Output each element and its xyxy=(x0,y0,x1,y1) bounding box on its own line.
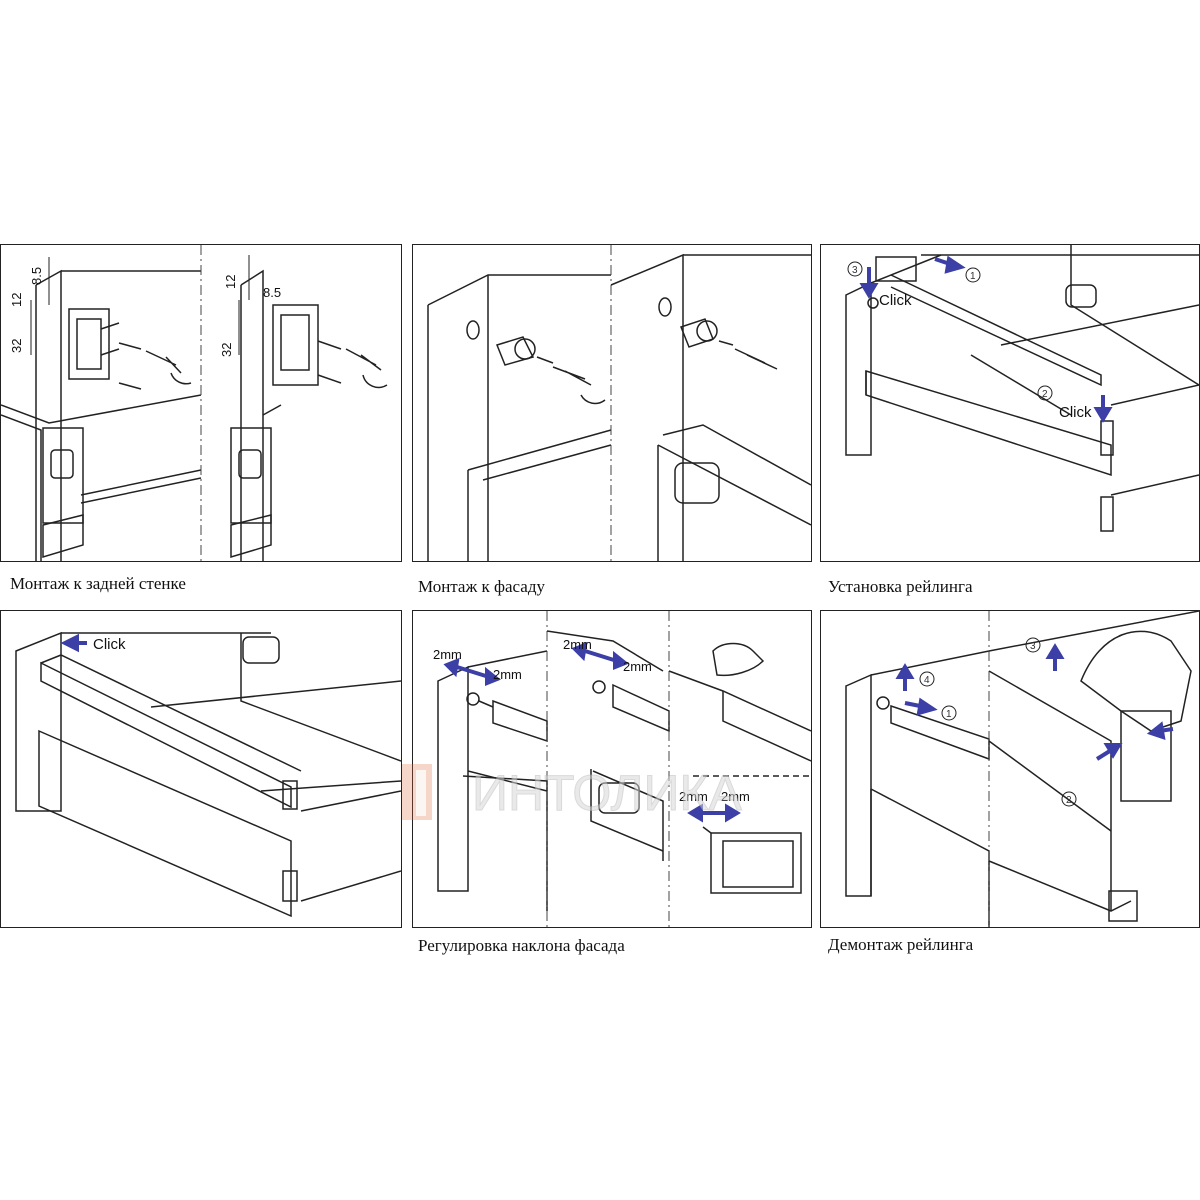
caption-facade-tilt: Регулировка наклона фасада xyxy=(418,936,625,955)
step-1-marker-remove: 1 xyxy=(946,709,952,720)
back-wall-mount-illustration: 8.5 12 32 12 8.5 32 xyxy=(1,245,388,561)
step-2-marker-remove: 2 xyxy=(1066,795,1072,806)
intolika-watermark-logo: ИНТОЛИКА xyxy=(402,764,743,822)
panel-facade-tilt: 2mm 2mm 2mm 2mm 2mm 2mm xyxy=(412,610,812,928)
dim-12-right: 12 xyxy=(223,275,238,289)
step-3-marker: 3 xyxy=(852,265,858,276)
caption-railing-removal: Демонтаж рейлинга xyxy=(828,935,974,954)
panel-back-wall-mount: 8.5 12 32 12 8.5 32 xyxy=(0,244,402,562)
click-label-top: Click xyxy=(879,292,912,309)
mm-label-5: 2mm xyxy=(679,789,708,804)
panel-railing-removal: 4 1 3 2 xyxy=(820,610,1200,928)
watermark-text: ИНТОЛИКА xyxy=(472,765,743,821)
step-4-marker: 4 xyxy=(924,675,930,686)
facade-mount-illustration xyxy=(427,245,811,561)
dim-8-5-right: 8.5 xyxy=(263,285,281,300)
dim-12-left: 12 xyxy=(9,293,24,307)
railing-install-illustration: 3 1 2 Click Click xyxy=(845,245,1199,532)
mm-label-6: 2mm xyxy=(721,789,750,804)
dim-8-5-left: 8.5 xyxy=(29,267,44,285)
panel-facade-mount xyxy=(412,244,812,562)
step-1-marker: 1 xyxy=(970,271,976,282)
click-label: Click xyxy=(93,636,126,653)
mm-label-2: 2mm xyxy=(493,667,522,682)
caption-back-wall-mount: Монтаж к задней стенке xyxy=(10,574,186,593)
panel-railing-install: 3 1 2 Click Click xyxy=(820,244,1200,562)
railing-removal-illustration: 4 1 3 2 xyxy=(845,611,1199,927)
step-3-marker-remove: 3 xyxy=(1030,641,1036,652)
mm-label-3: 2mm xyxy=(563,637,592,652)
dim-32-left: 32 xyxy=(9,339,24,353)
panel-railing-click: Click xyxy=(0,610,402,928)
dim-32-right: 32 xyxy=(219,343,234,357)
mm-label-4: 2mm xyxy=(623,659,652,674)
mm-label-1: 2mm xyxy=(433,647,462,662)
caption-facade-mount: Монтаж к фасаду xyxy=(418,577,545,596)
railing-click-illustration: Click xyxy=(15,631,401,918)
facade-tilt-illustration: 2mm 2mm 2mm 2mm 2mm 2mm xyxy=(433,611,811,927)
caption-railing-install: Установка рейлинга xyxy=(828,577,973,596)
click-label-side: Click xyxy=(1059,404,1092,421)
step-2-marker: 2 xyxy=(1042,389,1048,400)
